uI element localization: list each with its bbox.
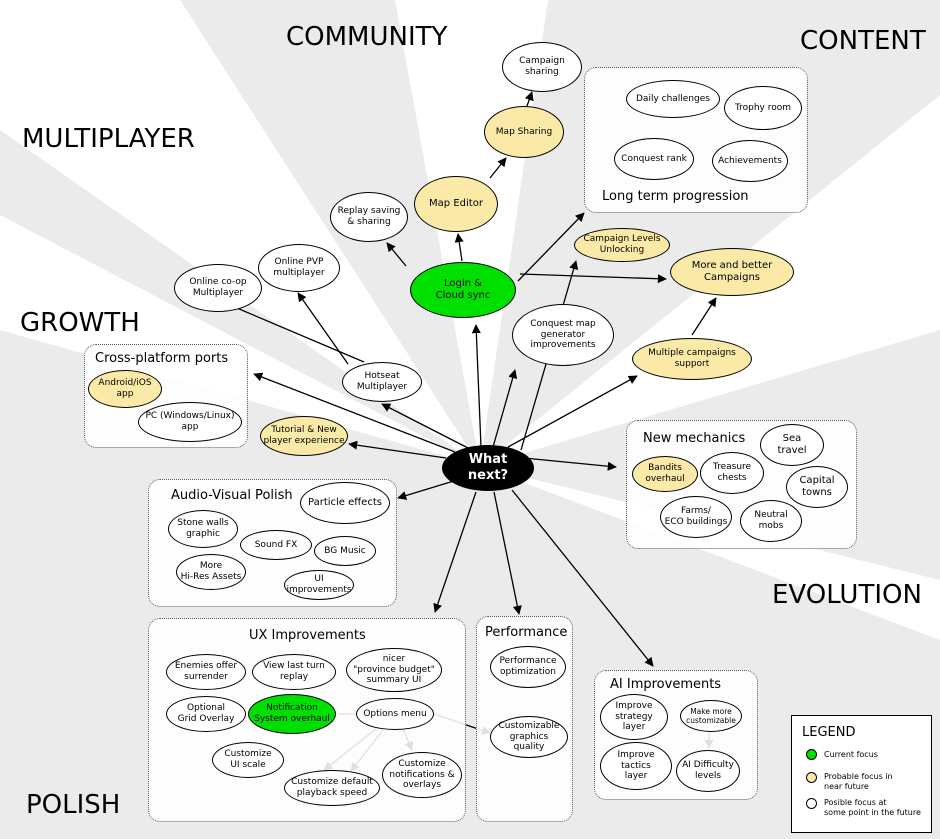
- sector-title-multiplayer: MULTIPLAYER: [22, 124, 195, 154]
- improve-tactics-node[interactable]: Improve tactics layer: [600, 742, 672, 790]
- neutral-mobs-node[interactable]: Neutral mobs: [740, 500, 802, 542]
- connector-arrow: [493, 491, 522, 615]
- connector-arrow: [691, 297, 717, 336]
- customize-ui-scale-node[interactable]: Customize UI scale: [212, 742, 284, 778]
- particle-effects-node[interactable]: Particle effects: [300, 482, 390, 524]
- sector-title-growth: GROWTH: [20, 308, 140, 338]
- group-label: Long term progression: [602, 189, 749, 204]
- hotseat-node[interactable]: Hotseat Multiplayer: [342, 362, 422, 402]
- connector-arrow: [524, 91, 534, 107]
- connector-arrow: [454, 233, 464, 262]
- trophy-room-node[interactable]: Trophy room: [724, 86, 802, 130]
- connector-arrow: [519, 273, 667, 284]
- connector-arrow: [492, 369, 518, 448]
- what-next-node[interactable]: What next?: [442, 445, 534, 491]
- view-last-turn-node[interactable]: View last turn replay: [252, 654, 336, 690]
- more-campaigns-node[interactable]: More and better Campaigns: [670, 248, 794, 296]
- hi-res-assets-node[interactable]: More Hi-Res Assets: [176, 554, 246, 590]
- group-label: AI Improvements: [610, 677, 722, 692]
- connector-arrow: [471, 324, 482, 448]
- ai-difficulty-node[interactable]: AI Difficulty levels: [676, 750, 740, 792]
- sector-title-polish: POLISH: [26, 790, 121, 820]
- sector-community: [180, 0, 480, 466]
- customize-notifications-node[interactable]: Customize notifications & overlays: [382, 752, 462, 798]
- connector-arrow: [507, 375, 638, 448]
- connector-arrow: [381, 403, 471, 450]
- group-label: New mechanics: [643, 431, 746, 446]
- legend-title: LEGEND: [802, 725, 856, 740]
- replay-saving-node[interactable]: Replay saving & sharing: [330, 192, 408, 242]
- pc-app-node[interactable]: PC (Windows/Linux) app: [138, 402, 242, 442]
- connector-arrow: [489, 157, 507, 179]
- legend-current-label: Current focus: [824, 750, 878, 759]
- map-editor-node[interactable]: Map Editor: [414, 176, 498, 232]
- connector-arrow: [523, 457, 617, 471]
- enemies-surrender-node[interactable]: Enemies offer surrender: [166, 654, 246, 690]
- stone-walls-node[interactable]: Stone walls graphic: [168, 510, 238, 548]
- connector-arrow: [511, 489, 654, 667]
- online-pvp-node[interactable]: Online PVP multiplayer: [258, 244, 340, 292]
- ui-improvements-node[interactable]: UI improvements: [284, 570, 354, 600]
- sector-title-content: CONTENT: [800, 26, 926, 56]
- connector-arrow: [433, 491, 477, 613]
- bandits-overhaul-node[interactable]: Bandits overhaul: [632, 456, 698, 492]
- arrow-layer: [217, 91, 717, 772]
- sound-fx-node[interactable]: Sound FX: [240, 530, 312, 560]
- login-cloud-sync-node[interactable]: Login & Cloud sync: [410, 262, 516, 318]
- make-customizable-node[interactable]: Make more customizable: [680, 700, 742, 732]
- group-label: UX Improvements: [249, 628, 366, 643]
- sea-travel-node[interactable]: Sea travel: [760, 424, 824, 466]
- farms-eco-node[interactable]: Farms/ ECO buildings: [660, 496, 732, 538]
- group-label: Audio-Visual Polish: [171, 488, 293, 503]
- campaign-levels-unlocking-node[interactable]: Campaign Levels Unlocking: [574, 228, 670, 262]
- android-ios-node[interactable]: Android/iOS app: [88, 370, 162, 408]
- connector-arrow: [386, 242, 407, 267]
- tutorial-node[interactable]: Tutorial & New player experience: [260, 416, 348, 456]
- improve-strategy-node[interactable]: Improve strategy layer: [600, 694, 668, 740]
- achievements-node[interactable]: Achievements: [712, 140, 788, 182]
- bg-music-node[interactable]: BG Music: [314, 536, 376, 566]
- legend-probable-swatch: [806, 772, 817, 783]
- province-budget-node[interactable]: nicer "province budget" summary UI: [346, 648, 442, 692]
- grid-overlay-node[interactable]: Optional Grid Overlay: [166, 696, 246, 732]
- connector-arrow: [217, 299, 365, 363]
- connector-arrow: [397, 479, 458, 500]
- legend-current-swatch: [806, 749, 817, 760]
- legend: LEGEND Current focus Probable focus in n…: [791, 715, 932, 833]
- sector-title-community: COMMUNITY: [286, 22, 448, 52]
- connector-arrow: [253, 372, 456, 453]
- map-sharing-node[interactable]: Map Sharing: [484, 106, 564, 158]
- legend-possible-swatch: [806, 798, 817, 809]
- performance-optimization-node[interactable]: Performance optimization: [490, 646, 566, 688]
- customize-playback-node[interactable]: Customize default playback speed: [284, 770, 380, 806]
- connector-arrow: [348, 440, 447, 459]
- conquest-rank-node[interactable]: Conquest rank: [614, 138, 694, 180]
- group-label: Cross-platform ports: [95, 351, 229, 366]
- options-menu-node[interactable]: Options menu: [356, 698, 434, 730]
- legend-probable-label: Probable focus in near future: [824, 772, 893, 791]
- campaign-sharing-node[interactable]: Campaign sharing: [502, 42, 582, 92]
- treasure-chests-node[interactable]: Treasure chests: [700, 452, 764, 494]
- connector-arrow: [517, 212, 585, 282]
- legend-possible-label: Posible focus at some point in the futur…: [824, 798, 921, 817]
- online-coop-node[interactable]: Online co-op Multiplayer: [174, 264, 262, 312]
- daily-challenges-node[interactable]: Daily challenges: [626, 80, 720, 118]
- multiple-campaigns-node[interactable]: Multiple campaigns support: [632, 338, 752, 380]
- sector-title-evolution: EVOLUTION: [772, 580, 922, 610]
- notification-overhaul-node[interactable]: Notification System overhaul: [248, 694, 336, 734]
- graphics-quality-node[interactable]: Customizable graphics quality: [490, 716, 568, 758]
- capital-towns-node[interactable]: Capital towns: [786, 466, 848, 508]
- conquest-map-generator-node[interactable]: Conquest map generator improvements: [512, 304, 614, 366]
- group-label: Performance: [485, 625, 568, 640]
